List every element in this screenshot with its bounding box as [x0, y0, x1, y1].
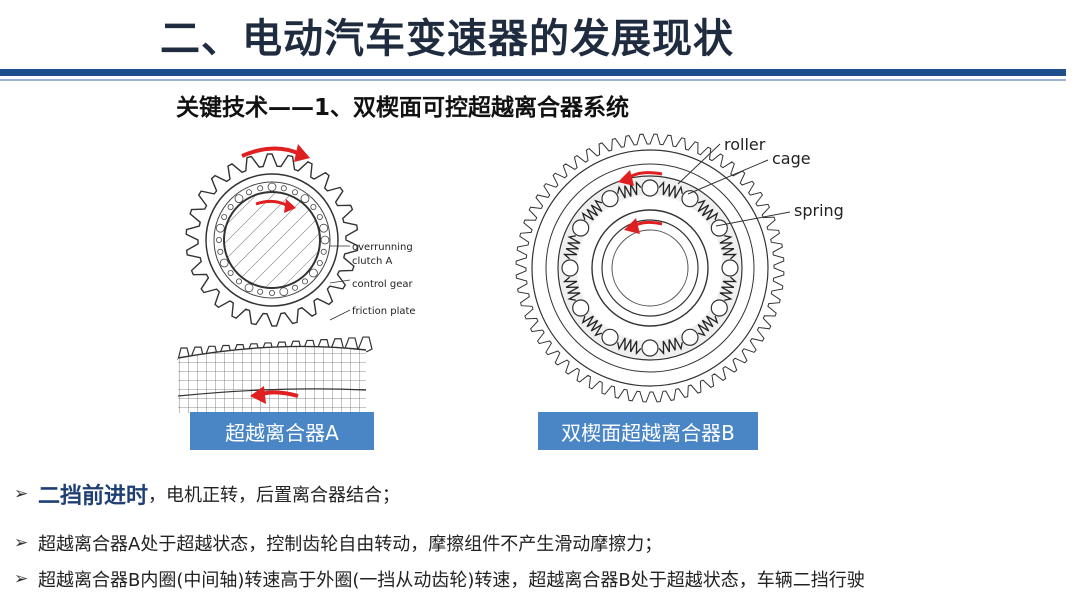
- rotation-arrow-rack-head: [250, 386, 266, 404]
- bullet-text: 超越离合器B内圈(中间轴)转速高于外圈(一挡从动齿轮)转速，超越离合器B处于超越…: [38, 570, 865, 591]
- figure-clutch-b: roller cage spring: [510, 128, 880, 410]
- bullet-item: ➢ 超越离合器A处于超越状态，控制齿轮自由转动，摩擦组件不产生滑动摩擦力；: [14, 530, 662, 556]
- cage-ring: [557, 175, 743, 361]
- rotation-arrow-outer-b-head: [618, 170, 634, 186]
- rotation-arrow-outer-head: [294, 144, 310, 162]
- friction-plate: [178, 346, 366, 413]
- label-clutch-a: clutch A: [352, 256, 393, 267]
- caption-clutch-b: 双楔面超越离合器B: [538, 412, 758, 450]
- bullet-text: 超越离合器A处于超越状态，控制齿轮自由转动，摩擦组件不产生滑动摩擦力；: [38, 534, 663, 555]
- bullet-text: ，电机正转，后置离合器结合；: [148, 485, 401, 506]
- rotation-arrow-inner-head: [284, 199, 296, 213]
- page-title: 二、电动汽车变速器的发展现状: [160, 16, 734, 62]
- rotation-arrow-outer: [241, 146, 301, 158]
- bullet-item: ➢ 二挡前进时 ，电机正转，后置离合器结合；: [14, 478, 400, 510]
- roller-ring: [215, 182, 330, 297]
- bullet-strong-text: 二挡前进时: [38, 484, 149, 509]
- figure-clutch-a: overrunning clutch A control gear fricti…: [170, 128, 460, 413]
- bullet-arrow-icon: ➢: [14, 484, 29, 504]
- bullet-arrow-icon: ➢: [14, 569, 29, 589]
- label-friction-plate: friction plate: [352, 306, 416, 317]
- label-overrunning: overrunning: [352, 242, 413, 253]
- bullet-item: ➢ 超越离合器B内圈(中间轴)转速高于外圈(一挡从动齿轮)转速，超越离合器B处于…: [14, 566, 865, 592]
- title-divider: [0, 69, 1066, 76]
- label-roller: roller: [724, 135, 766, 154]
- rotation-arrow-inner-b-head: [624, 218, 640, 234]
- label-cage: cage: [772, 149, 811, 168]
- clutch-a-diagram: overrunning clutch A control gear fricti…: [177, 144, 416, 413]
- label-spring: spring: [794, 201, 844, 220]
- label-control-gear: control gear: [352, 279, 413, 290]
- section-subtitle: 关键技术——1、双楔面可控超越离合器系统: [176, 95, 630, 121]
- title-divider-thin: [0, 79, 1066, 81]
- inner-hub: [223, 191, 321, 289]
- clutch-b-diagram: roller cage spring: [515, 133, 844, 403]
- caption-clutch-a: 超越离合器A: [190, 412, 374, 450]
- bullet-arrow-icon: ➢: [14, 533, 29, 553]
